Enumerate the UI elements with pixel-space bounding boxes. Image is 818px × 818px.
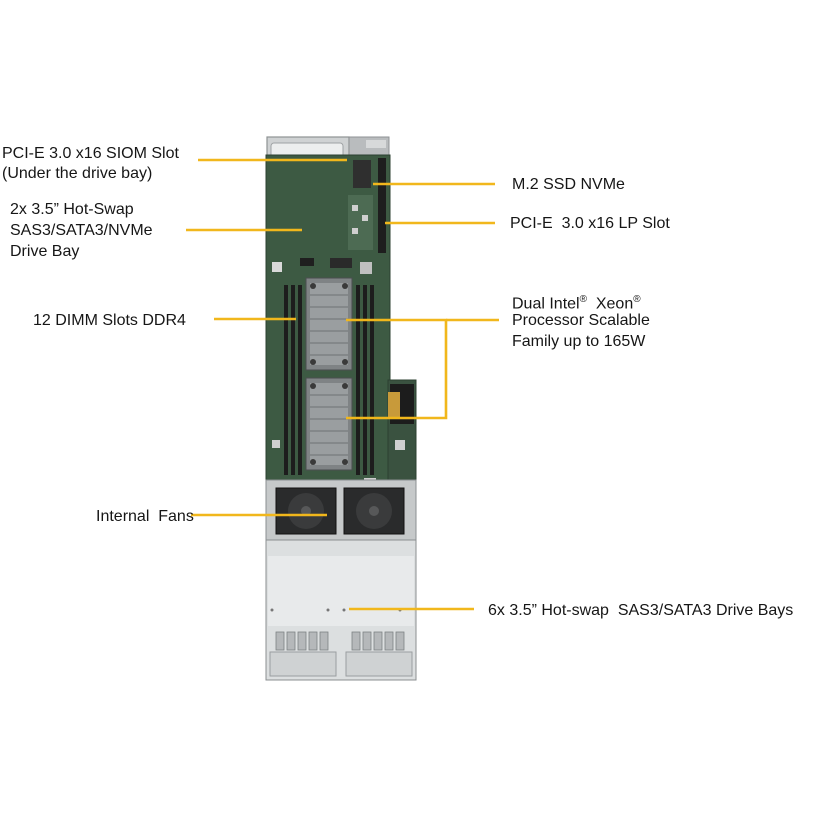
dimm-slots-label: 12 DIMM Slots DDR4 xyxy=(33,312,186,329)
lp-slot-label: PCI-E 3.0 x16 LP Slot xyxy=(510,215,670,232)
drive-bay-label-line1: 2x 3.5” Hot-Swap xyxy=(10,201,134,218)
processor-brand-intel: Dual Intel xyxy=(512,295,580,313)
m2-ssd-label: M.2 SSD NVMe xyxy=(512,176,625,193)
lp-slot-connector xyxy=(378,158,386,253)
processor-label-line1: Dual Intel® Xeon® xyxy=(512,290,641,314)
dimm-slots-left xyxy=(284,285,302,475)
processor-brand-xeon: Xeon xyxy=(595,295,634,313)
internal-fan-left xyxy=(275,487,337,535)
leader-lines xyxy=(186,158,499,611)
siom-slot-sublabel: (Under the drive bay) xyxy=(2,165,153,182)
internal-fan-right xyxy=(343,487,405,535)
front-drive-carriers xyxy=(275,631,405,651)
drive-bay-label-line2: SAS3/SATA3/NVMe xyxy=(10,222,153,239)
drive-bay-label-line3: Drive Bay xyxy=(10,243,80,260)
processor-label-line3: Family up to 165W xyxy=(512,333,646,350)
registered-mark-1: ® xyxy=(579,294,587,305)
leader-processors xyxy=(346,318,448,420)
registered-mark-2: ® xyxy=(633,294,641,305)
server-node-illustration xyxy=(265,136,417,681)
processor-label-line2: Processor Scalable xyxy=(512,312,650,329)
siom-slot-label: PCI-E 3.0 x16 SIOM Slot xyxy=(2,145,179,162)
internal-fans-label: Internal Fans xyxy=(96,508,194,525)
front-drive-bays-label: 6x 3.5” Hot-swap SAS3/SATA3 Drive Bays xyxy=(488,602,794,619)
dimm-slots-right xyxy=(356,285,374,475)
cpu-heatsink-1 xyxy=(305,277,353,371)
cpu-heatsink-2 xyxy=(305,377,353,471)
